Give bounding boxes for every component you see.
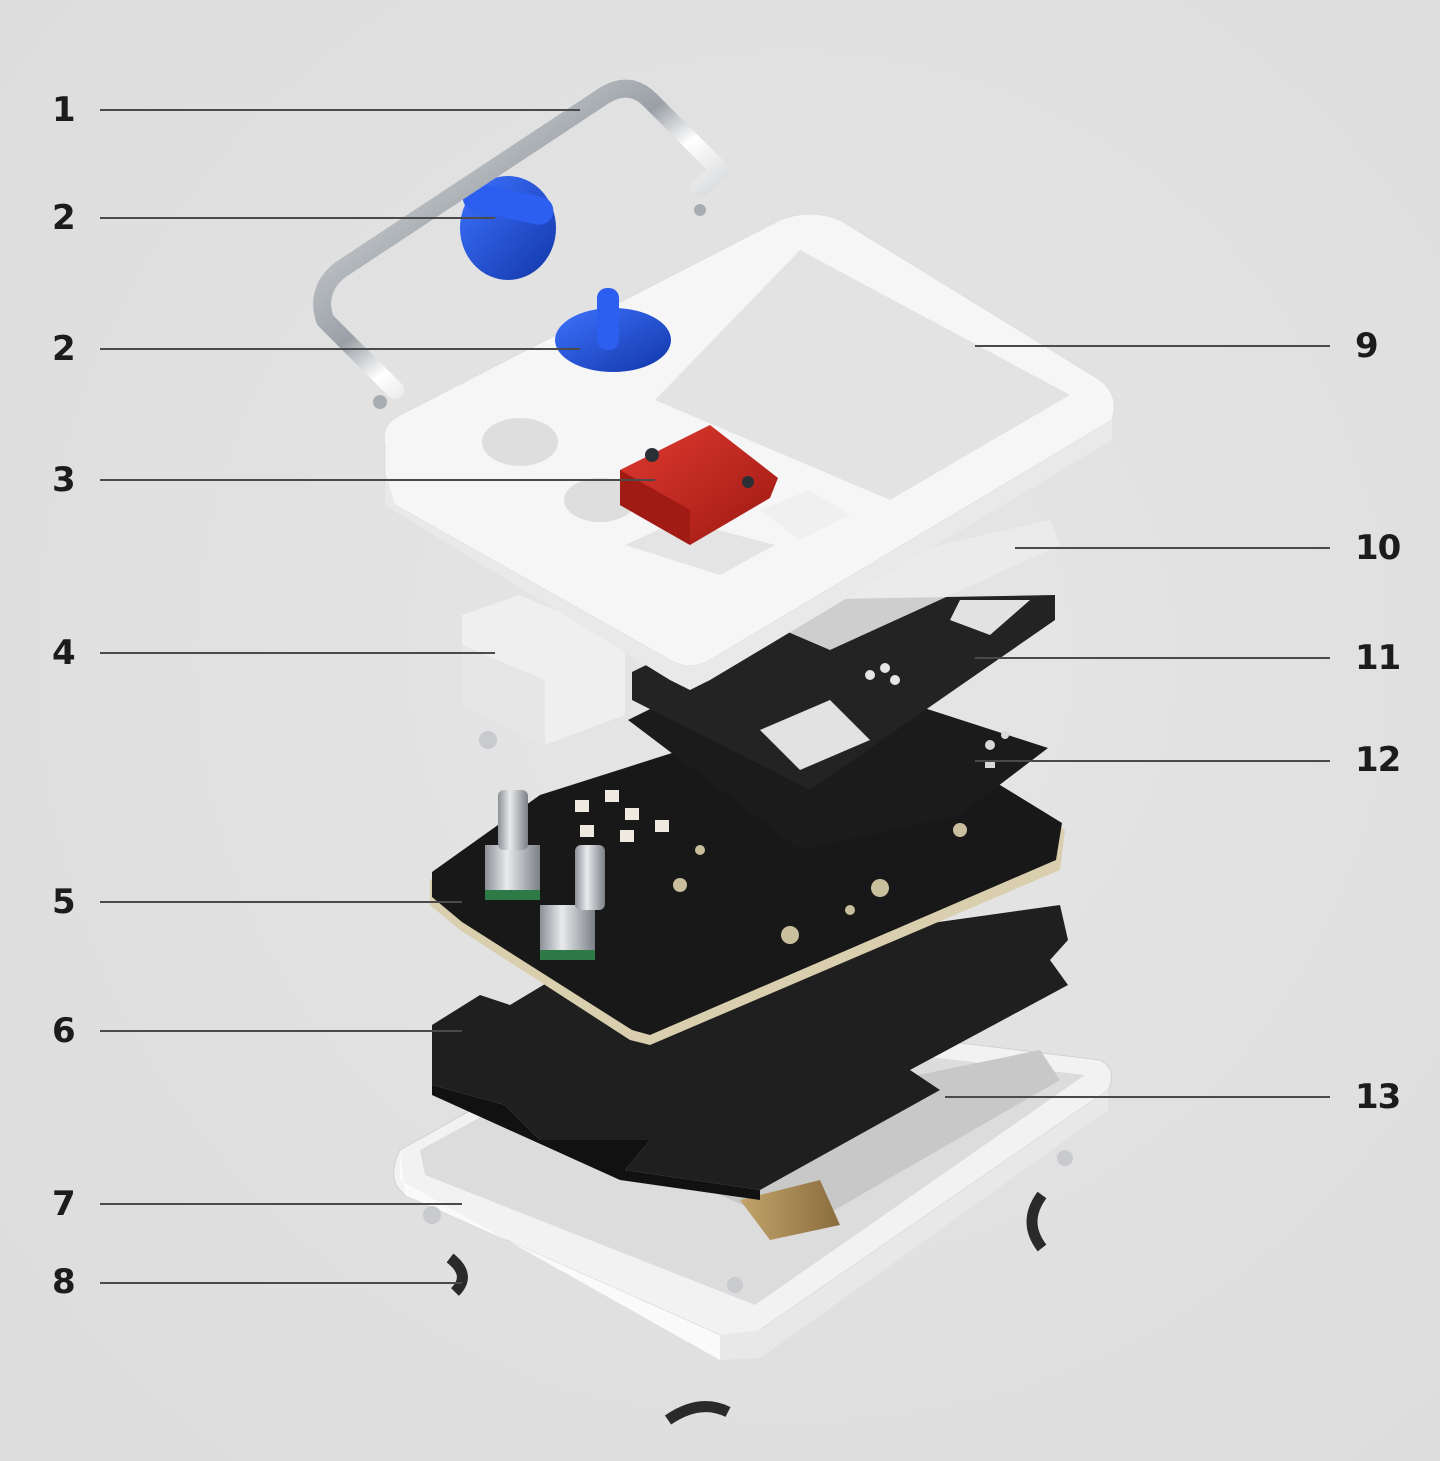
leader-line-9 [975,345,1330,347]
leader-line-6 [100,1030,462,1032]
leader-line-2b [100,348,580,350]
top-frame-art [383,213,1115,690]
diffuser-plate-art [760,520,1060,650]
leader-line-5 [100,901,462,903]
callout-11: 11 [1355,638,1401,678]
callout-10: 10 [1355,528,1401,568]
leader-line-2a [100,217,495,219]
handle-art [313,79,729,399]
callout-8: 8 [52,1262,76,1302]
callout-6: 6 [52,1011,76,1051]
leader-line-11 [975,657,1330,659]
leader-line-4 [100,652,495,654]
leader-line-3 [100,479,655,481]
leader-line-10 [1015,547,1330,549]
handle-screw-right [694,204,706,216]
leader-line-12 [975,760,1330,762]
translucent-block-art [462,595,625,749]
leader-line-13 [945,1096,1330,1098]
callout-13: 13 [1355,1077,1401,1117]
leader-line-8 [100,1282,462,1284]
handle-screw-left [373,395,387,409]
callout-7: 7 [52,1184,76,1224]
callout-3: 3 [52,460,76,500]
callout-5: 5 [52,882,76,922]
callout-1: 1 [52,90,76,130]
knob-top-art [460,176,556,280]
callout-12: 12 [1355,740,1401,780]
callout-9: 9 [1355,326,1379,366]
callout-2-lower: 2 [52,329,76,369]
leader-line-1 [100,109,580,111]
leader-line-7 [100,1203,462,1205]
red-keycap-art [620,425,778,545]
rubber-feet-art [446,1191,1047,1425]
callout-2-top: 2 [52,198,76,238]
callout-4: 4 [52,633,76,673]
knob-lower-art [555,288,671,372]
